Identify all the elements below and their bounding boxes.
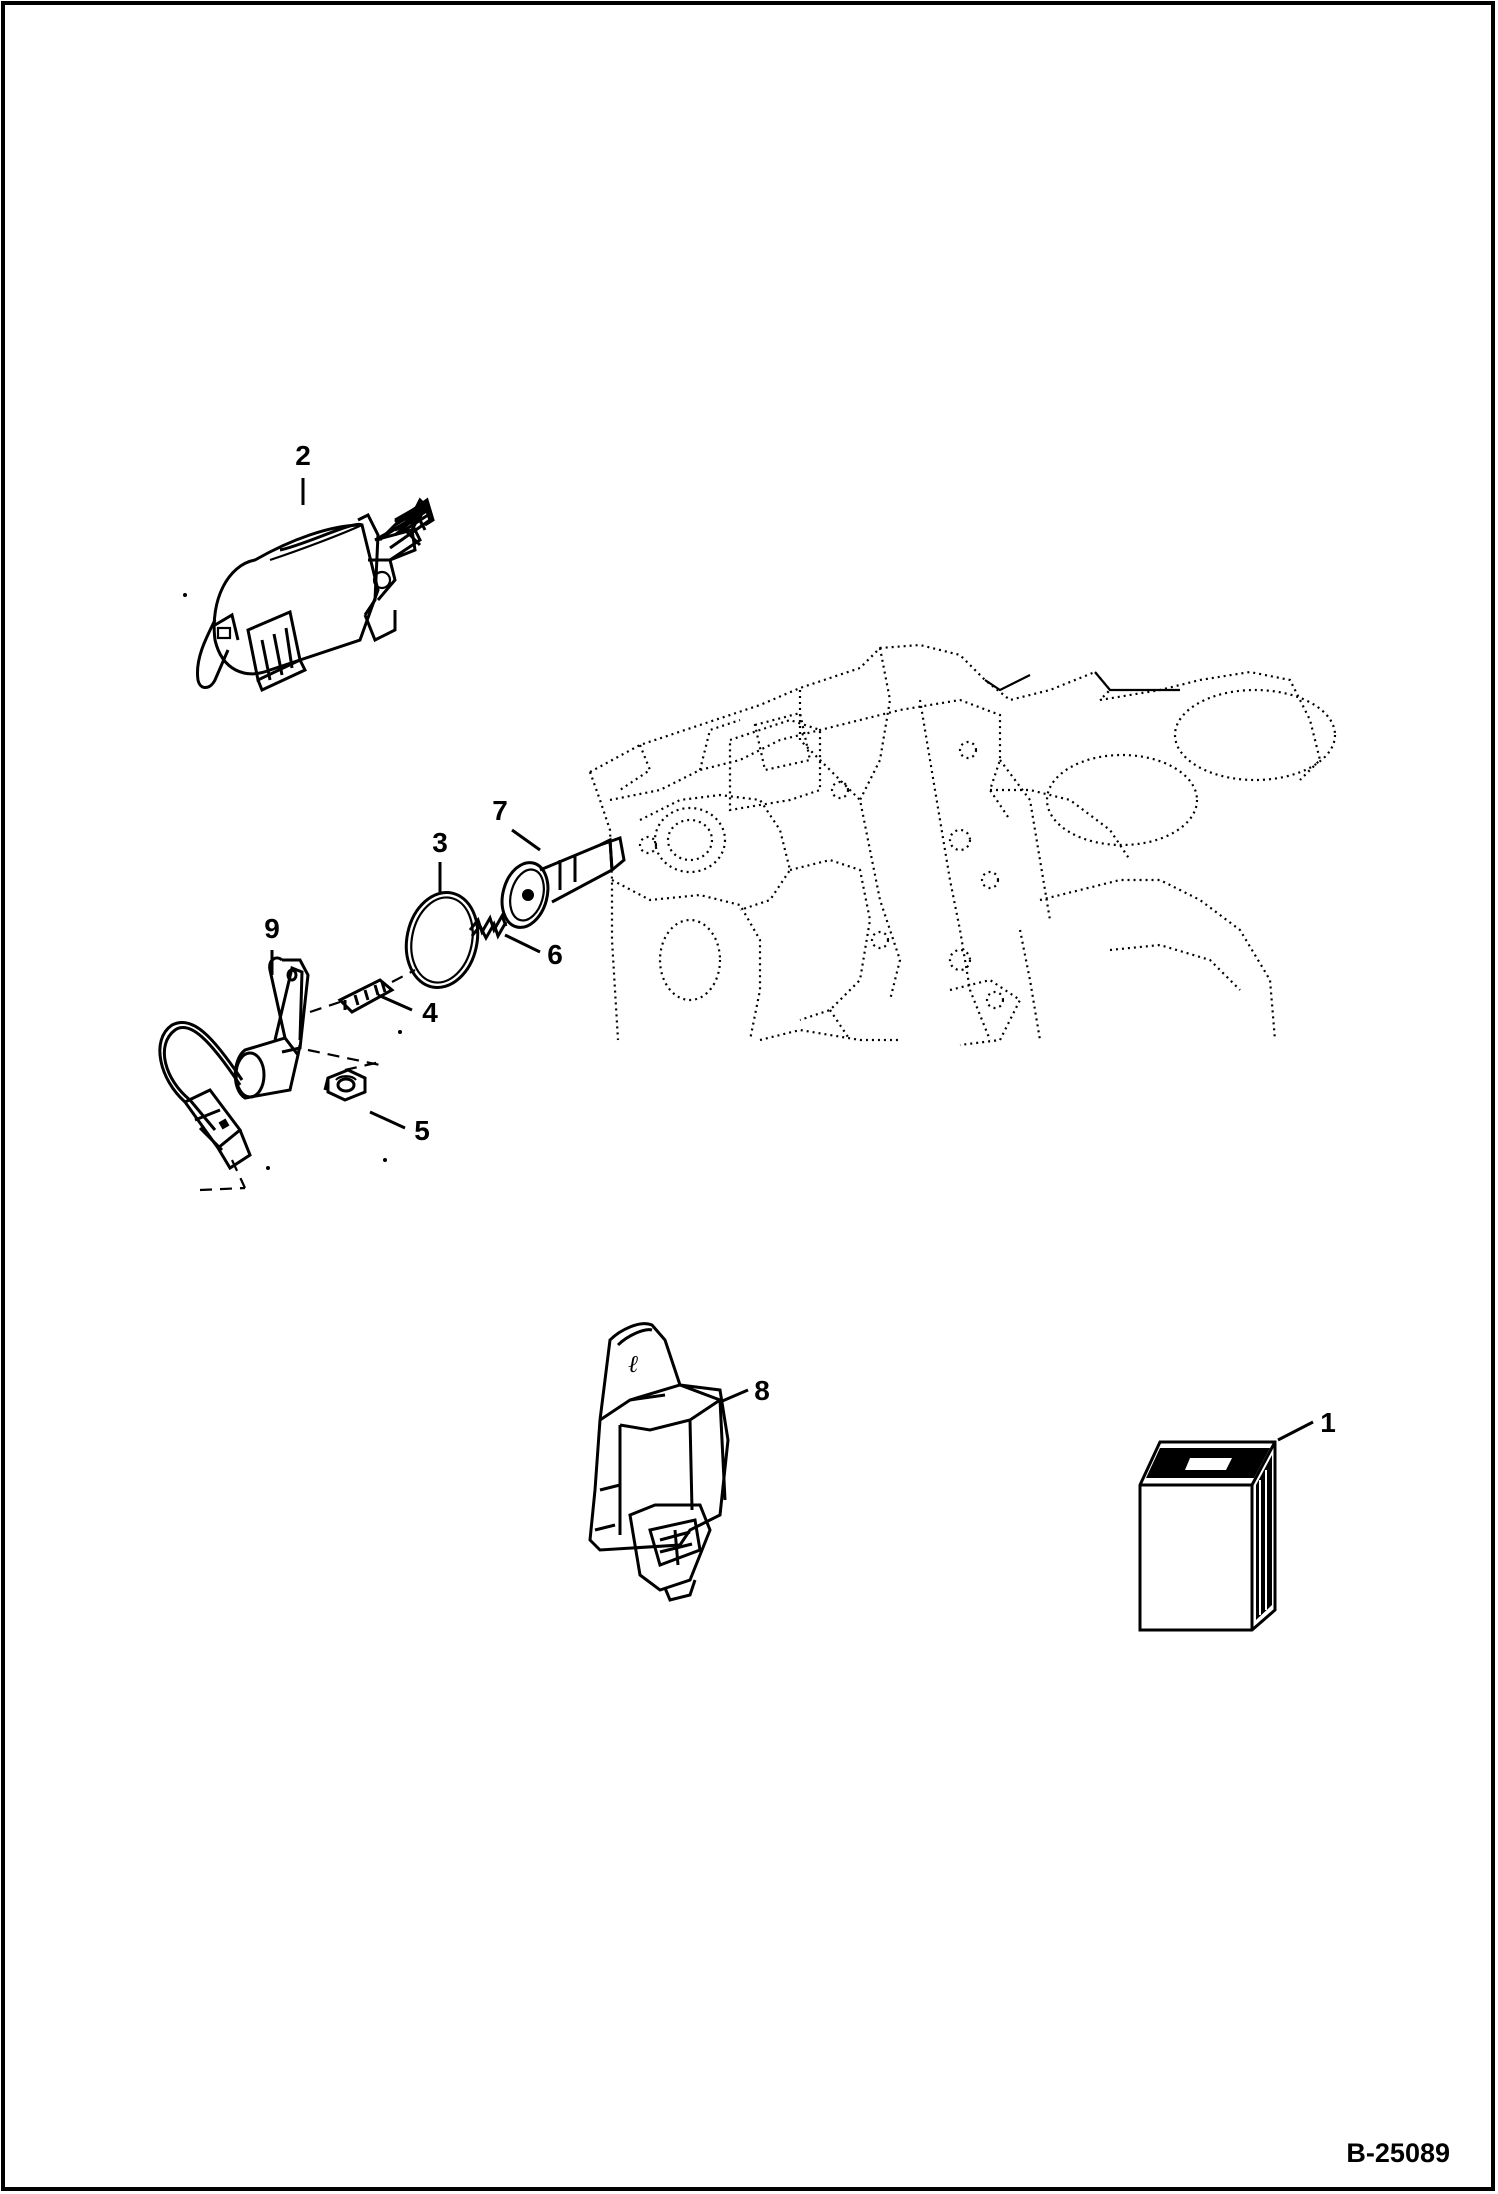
callout-7-label: 7 (492, 795, 508, 826)
callout-5-leader (369, 1110, 406, 1130)
part-6-spring (468, 912, 508, 942)
relay-mark: ℓ (628, 1352, 638, 1378)
callout-8: 8 (719, 1375, 770, 1406)
callout-2: 2 (295, 440, 311, 505)
callout-8-label: 8 (754, 1375, 770, 1406)
callout-1-label: 1 (1320, 1407, 1336, 1438)
part-9-solenoid-valve (158, 956, 381, 1192)
callout-4-leader (377, 993, 413, 1012)
part-5-nut (323, 1060, 381, 1102)
part-7-shaft (500, 836, 626, 929)
part-8-relay: ℓ (588, 1322, 730, 1602)
callout-6-leader (504, 933, 541, 954)
callout-5: 5 (369, 1110, 430, 1146)
callout-7-leader (511, 828, 541, 852)
callout-2-label: 2 (295, 440, 311, 471)
callout-5-label: 5 (414, 1115, 430, 1146)
engine-block (588, 643, 1337, 1047)
callout-1-leader (1277, 1420, 1314, 1442)
callout-4-label: 4 (422, 997, 438, 1028)
callout-1: 1 (1277, 1407, 1336, 1442)
callout-3: 3 (432, 827, 448, 892)
figure-id: B-25089 (1346, 2138, 1450, 2168)
callout-3-label: 3 (432, 827, 448, 858)
part-2-fuel-shutoff-solenoid (195, 497, 435, 693)
callout-7: 7 (492, 795, 541, 852)
part-3-o-ring (404, 890, 480, 990)
callout-8-leader (719, 1388, 749, 1404)
callout-9-label: 9 (264, 913, 280, 944)
callout-4: 4 (377, 993, 438, 1028)
callout-6-label: 6 (547, 939, 563, 970)
part-1-control-module (1138, 1440, 1277, 1632)
callout-6: 6 (504, 933, 563, 970)
part-4-stud (309, 969, 416, 1014)
callout-9: 9 (264, 913, 280, 975)
